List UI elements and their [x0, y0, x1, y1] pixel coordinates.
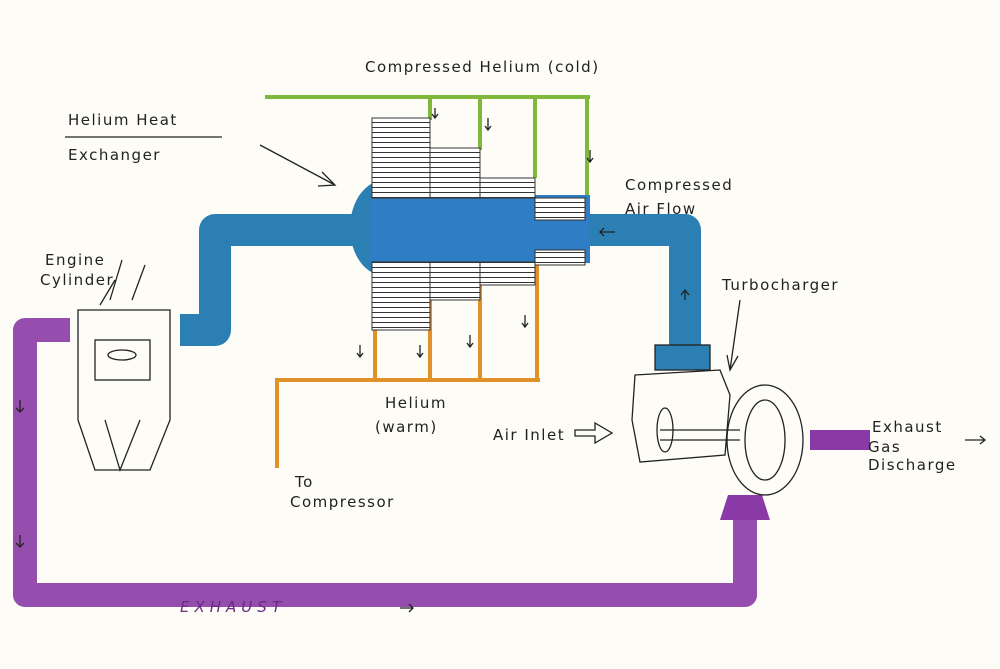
label-to-compressor-2: Compressor: [290, 493, 395, 511]
label-heat-exchanger-2: Exchanger: [68, 146, 161, 164]
label-heat-exchanger-1: Helium Heat: [68, 111, 178, 129]
label-exhaust: EXHAUST: [180, 598, 286, 616]
label-exhaust-discharge-3: Discharge: [868, 456, 957, 474]
pointer-arrow-icon: [259, 144, 337, 187]
turbocharger: [631, 344, 804, 496]
label-air-flow-1: Compressed: [625, 176, 733, 194]
label-turbocharger: Turbocharger: [721, 276, 839, 294]
heat-exchanger-fins: [371, 117, 586, 331]
pointer-arrow-icon: [726, 299, 741, 372]
label-air-flow-2: Air Flow: [625, 200, 697, 218]
label-helium-warm-2: (warm): [375, 418, 438, 436]
label-exhaust-discharge-1: Exhaust: [872, 418, 943, 436]
label-engine-2: Cylinder: [40, 271, 114, 289]
flow-arrows: [15, 108, 987, 613]
label-to-compressor-1: To: [294, 473, 314, 491]
label-exhaust-discharge-2: Gas: [868, 438, 901, 456]
label-air-inlet: Air Inlet: [493, 426, 565, 444]
helium-cold-lines: [265, 95, 590, 200]
label-helium-warm-1: Helium: [385, 394, 447, 412]
label-helium-cold: Compressed Helium (cold): [365, 58, 600, 76]
engine-cylinder: [77, 259, 171, 472]
label-engine-1: Engine: [45, 251, 105, 269]
air-inlet-arrow-icon: [574, 421, 614, 445]
exhaust-pipe: [13, 318, 870, 607]
